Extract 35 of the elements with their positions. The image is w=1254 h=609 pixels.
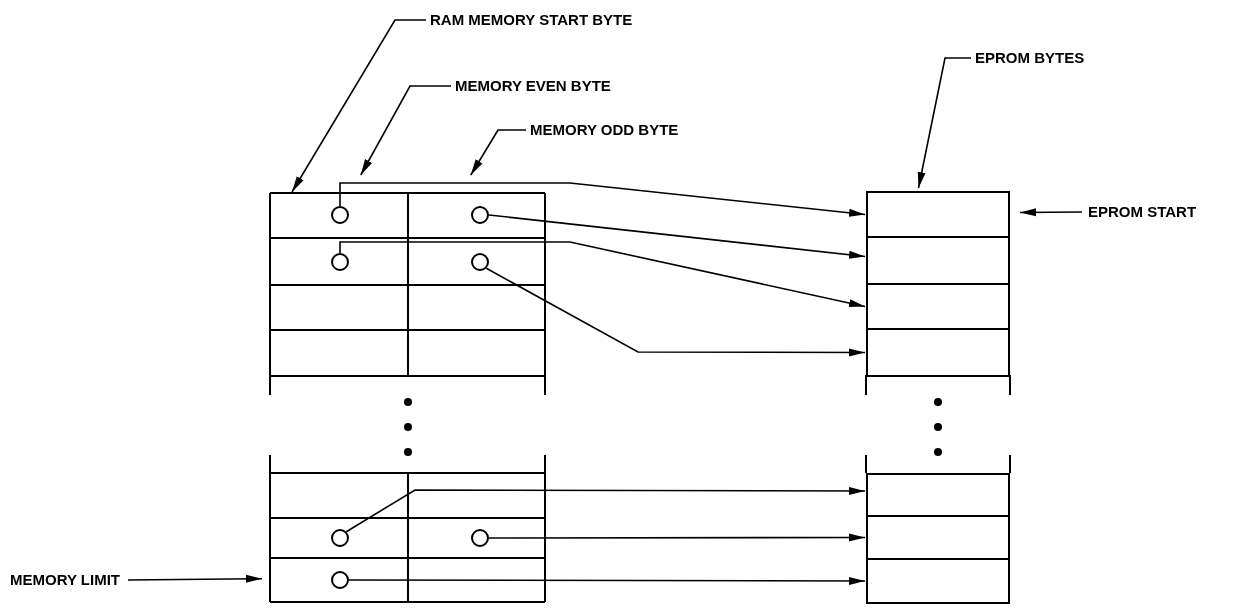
byte-circle (331, 529, 349, 547)
callout-label: MEMORY LIMIT (10, 570, 120, 590)
leader-line (127, 574, 263, 583)
eprom-byte-slot (866, 236, 1010, 285)
eprom-byte-slot (866, 515, 1010, 560)
callout-label: RAM MEMORY START BYTE (430, 10, 633, 30)
eprom-byte-slot (866, 473, 1010, 517)
eprom-byte-slot (866, 328, 1010, 377)
leader-line (917, 57, 972, 189)
byte-circle (331, 571, 349, 589)
arrow (339, 241, 866, 308)
callout-label: EPROM BYTES (975, 48, 1085, 68)
leader-line (291, 19, 427, 193)
memory-table (270, 193, 545, 602)
callout-label: MEMORY ODD BYTE (530, 120, 679, 140)
byte-circle (471, 206, 489, 224)
eprom-table (863, 188, 1013, 606)
arrow (348, 576, 866, 585)
byte-circle (331, 206, 349, 224)
arrow (339, 182, 866, 217)
leader-line (1019, 208, 1083, 217)
callout-label: MEMORY EVEN BYTE (455, 76, 611, 96)
eprom-byte-slot (866, 283, 1010, 330)
byte-circle (471, 529, 489, 547)
eprom-byte-slot (866, 558, 1010, 604)
arrow (485, 267, 866, 357)
leader-line (360, 85, 452, 176)
callout-label: EPROM START (1088, 202, 1197, 222)
eprom-byte-slot (866, 191, 1010, 238)
arrow (488, 214, 866, 259)
leader-line (470, 129, 527, 176)
arrow (488, 533, 866, 542)
arrow (345, 486, 866, 533)
byte-circle (471, 253, 489, 271)
byte-circle (331, 253, 349, 271)
